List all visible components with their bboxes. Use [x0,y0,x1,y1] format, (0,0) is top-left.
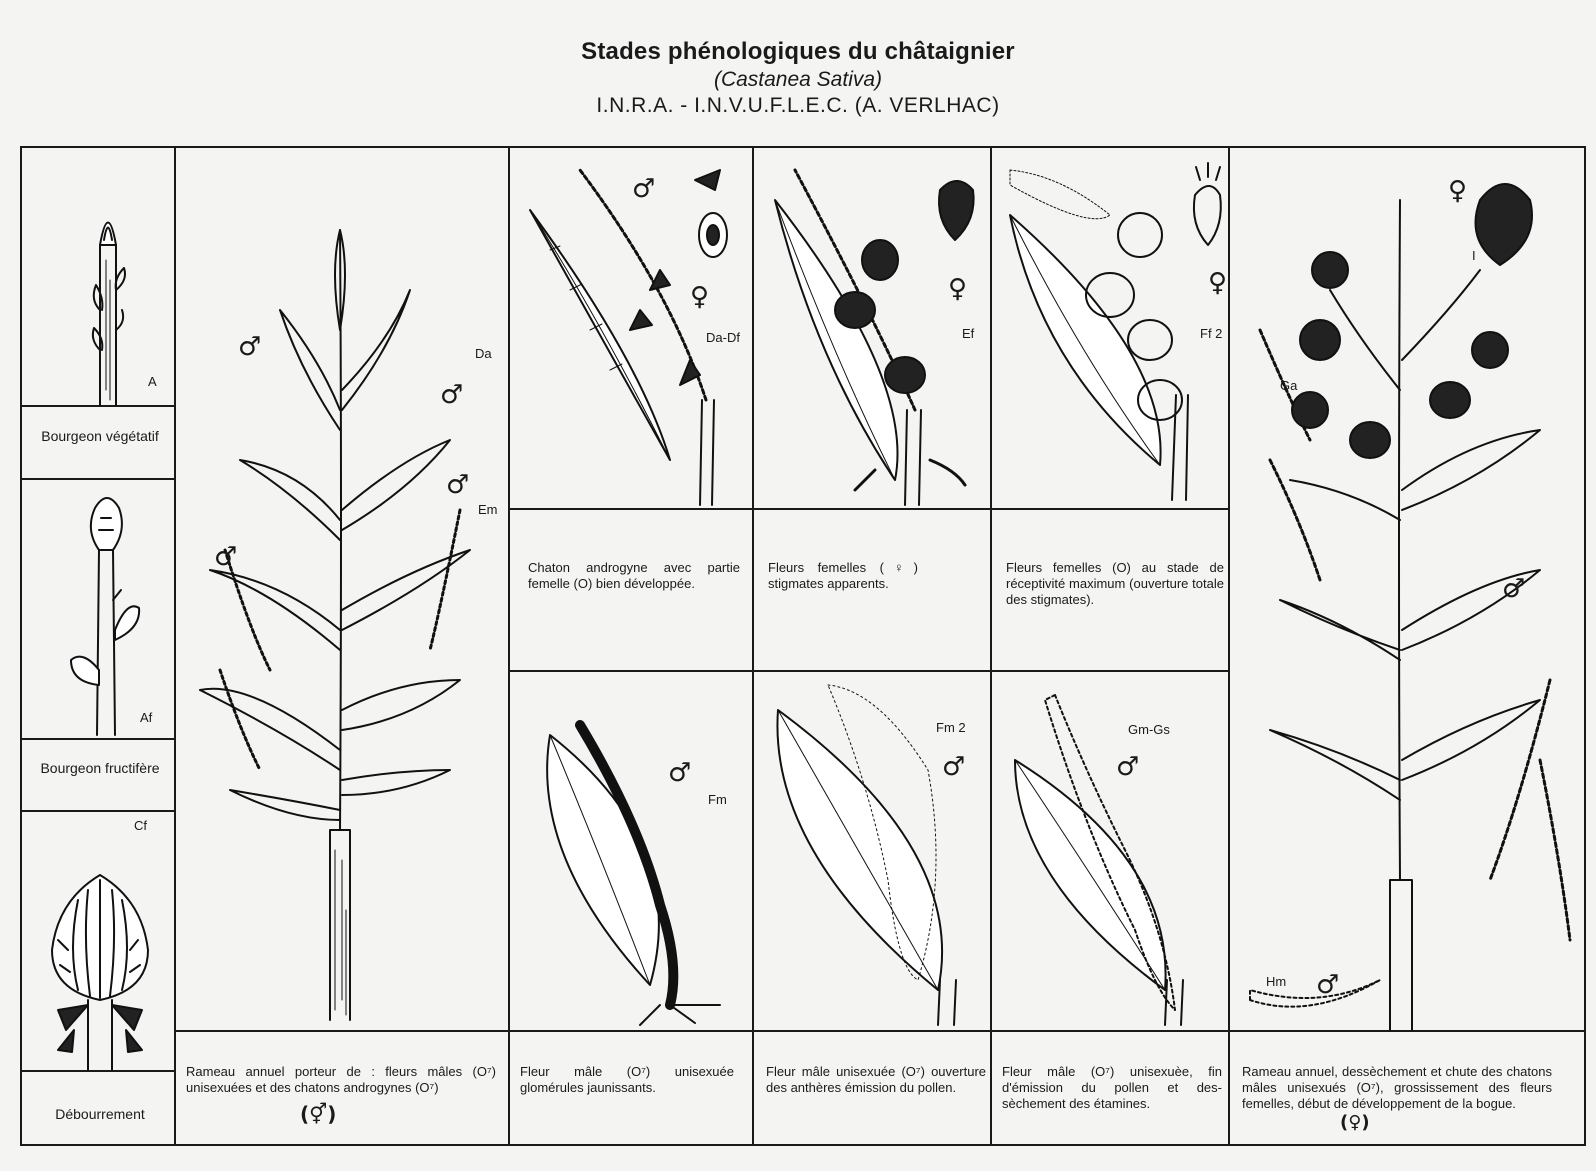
male-symbol: ♂ [238,334,261,360]
bur-development-drawing [1240,160,1586,1030]
end-pollen-drawing [1005,690,1228,1025]
stage-code-cf: Cf [134,818,147,833]
stage-code-i: I [1472,248,1476,263]
divider-h-left-2 [20,478,176,480]
divider-h-mid-2 [508,670,1230,672]
hermaphrodite-symbol: (⚥) [300,1104,336,1124]
bud-vegetative-drawing [60,190,160,405]
stage-label-bourgeon-fructifere: Bourgeon fructifère [40,760,160,776]
female-flowers-drawing [765,160,990,505]
receptive-flowers-drawing [1000,155,1228,500]
stage-label-debourrement: Débourrement [40,1106,160,1122]
stage-code-da: Da [475,346,492,361]
stage-code-ga: Ga [1280,378,1297,393]
male-symbol: ♂ [668,760,691,786]
female-symbol: ♀ [690,284,709,310]
stage-code-gm-gs: Gm-Gs [1128,722,1170,737]
caption-fleur-male-fin-emission: Fleur mâle (O⁷) unisexuèe, fin d'émissio… [1002,1064,1222,1112]
caption-fleur-male-glomerules: Fleur mâle (O⁷) unisexuée glomérules jau… [520,1064,734,1096]
divider-h-left-3 [20,738,176,740]
male-symbol: ♂ [632,176,655,202]
male-symbol: ♂ [1116,754,1139,780]
caption-rameau-annuel-bogue: Rameau annuel, dessèchement et chute des… [1242,1064,1552,1112]
figure-title: Stades phénologiques du châtaignier [0,38,1596,66]
caption-fleurs-femelles-stigmates: Fleurs femelles (♀) stigmates apparents. [768,560,918,592]
male-symbol: ♂ [214,544,237,570]
bud-opening-drawing [38,860,168,1070]
female-symbol: ♀ [948,276,967,302]
male-flower-drawing [520,705,750,1025]
stage-code-ef: Ef [962,326,974,341]
caption-fleurs-femelles-receptivite: Fleurs femelles (O) au stade de réceptiv… [1006,560,1224,608]
stage-code-em: Em [478,502,498,517]
divider-v3 [752,146,754,1146]
male-symbol: ♂ [942,754,965,780]
divider-h-mid-1 [508,508,1230,510]
female-symbol-caption: (♀) [1340,1114,1370,1132]
divider-h-left-5 [20,1070,176,1072]
male-symbol: ♂ [1502,576,1525,602]
annual-shoot-drawing [190,210,490,1020]
divider-h-left-1 [20,405,176,407]
stage-code-ff2: Ff 2 [1200,326,1222,341]
caption-chaton-androgyne: Chaton androgyne avec partie femelle (O)… [528,560,740,592]
caption-fleur-male-antheres: Fleur mâle unisexuée (O⁷) ouverture des … [766,1064,986,1096]
bud-fruiting-drawing [55,490,165,735]
species-name: (Castanea Sativa) [0,68,1596,92]
divider-v5 [1228,146,1230,1146]
female-symbol: ♀ [1208,270,1227,296]
caption-rameau-annuel: Rameau annuel porteur de : fleurs mâles … [186,1064,496,1096]
stage-code-da-df: Da-Df [706,330,740,345]
divider-v1 [174,146,176,1146]
male-symbol: ♂ [1316,972,1339,998]
male-symbol: ♂ [440,382,463,408]
stage-code-fm: Fm [708,792,727,807]
divider-h-left-4 [20,810,176,812]
divider-v2 [508,146,510,1146]
stage-code-fm2: Fm 2 [936,720,966,735]
divider-h-bottom [174,1030,1586,1032]
male-symbol: ♂ [446,472,469,498]
stage-code-hm: Hm [1266,974,1286,989]
credit-line: I.N.R.A. - I.N.V.U.F.L.E.C. (A. VERLHAC) [0,94,1596,118]
stage-label-bourgeon-vegetatif: Bourgeon végétatif [40,428,160,444]
figure-header: Stades phénologiques du châtaignier (Cas… [0,38,1596,118]
stage-code-af: Af [140,710,152,725]
stage-code-a: A [148,374,157,389]
divider-v4 [990,146,992,1146]
female-symbol: ♀ [1448,178,1467,204]
